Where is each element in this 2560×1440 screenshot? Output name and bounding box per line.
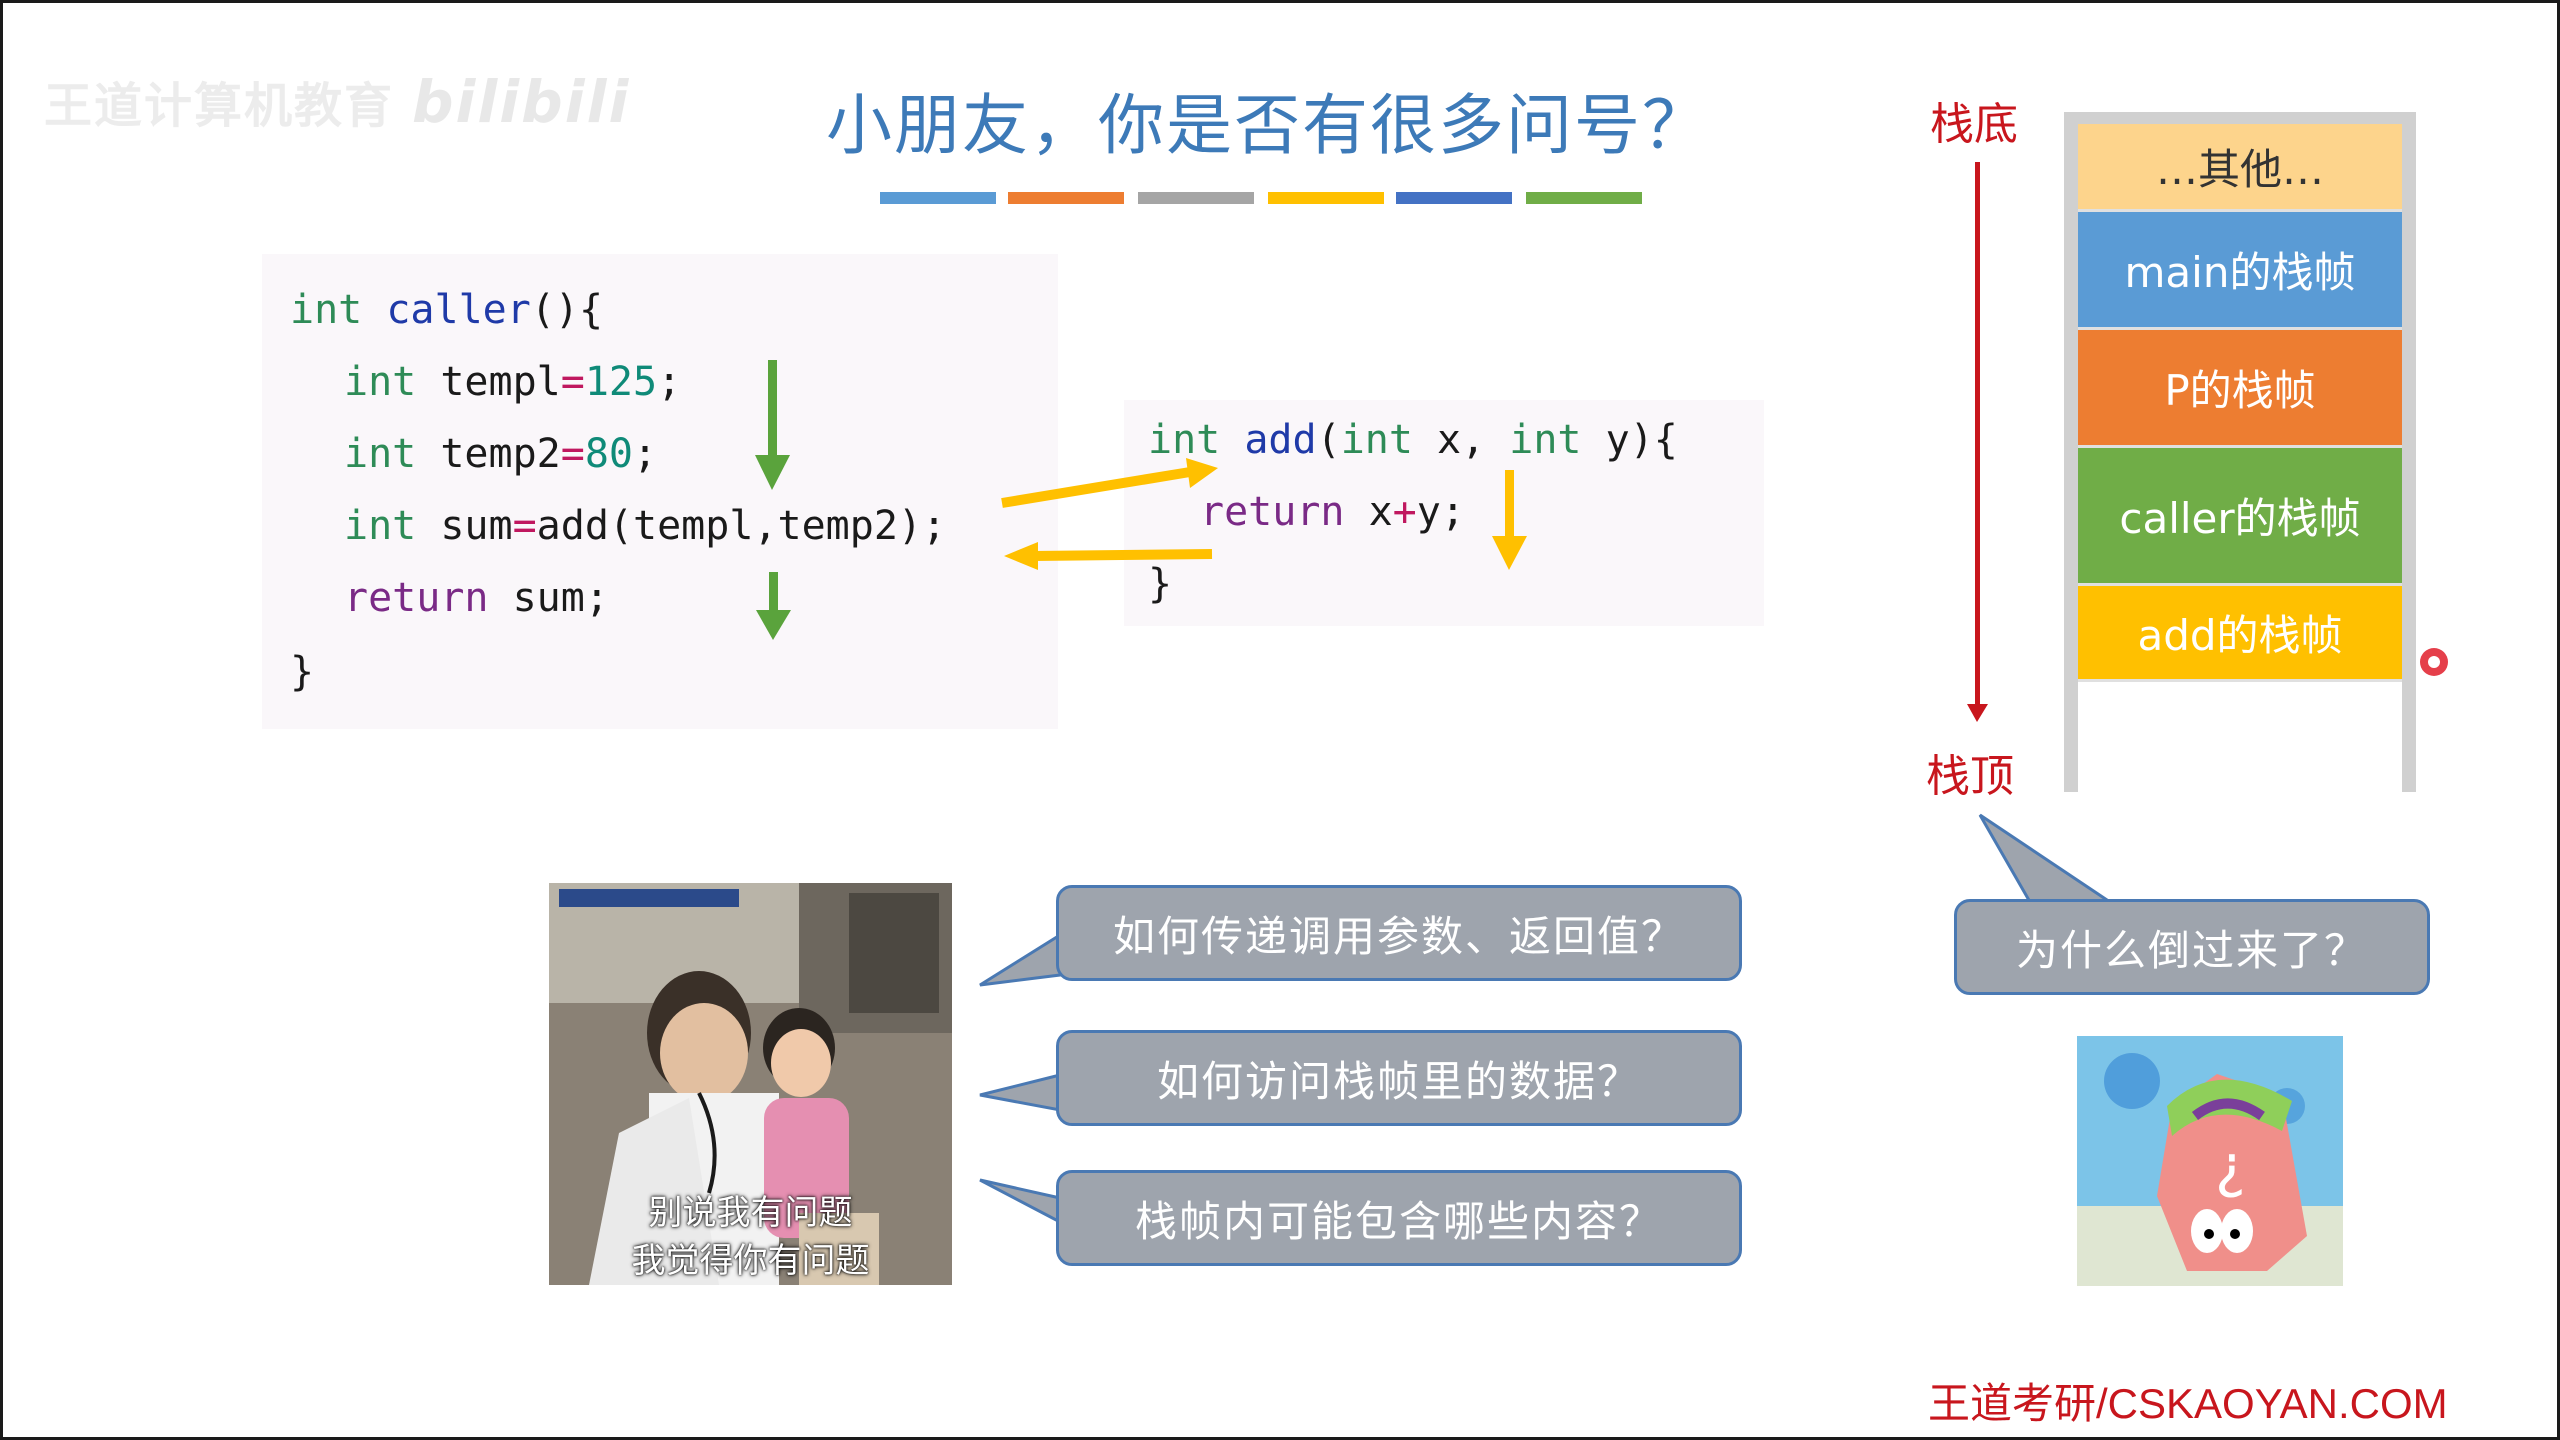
footer-brand: 王道考研/CSKAOYAN.COM <box>1928 1380 2448 1427</box>
caller-line-3: int temp2=80; <box>344 431 658 477</box>
patrick-star-icon: ¿ <box>2077 1036 2343 1286</box>
stack-top-cap <box>2064 112 2416 124</box>
bubble-tail-1 <box>979 932 1062 987</box>
green-arrow-1 <box>755 360 790 490</box>
meme-caption-1: 别说我有问题 <box>648 1193 853 1233</box>
doctor-photo-icon <box>549 883 952 1285</box>
add-line-1: int add(int x, int y){ <box>1148 417 1678 463</box>
stack-left-wall <box>2064 112 2078 792</box>
add-line-2: return x+y; <box>1200 489 1465 535</box>
stack-frame-2: P的栈帧 <box>2078 330 2402 448</box>
bubble-tail-3 <box>979 1178 1062 1225</box>
caller-line-2: int templ=125; <box>344 359 682 405</box>
stack-frame-4: add的栈帧 <box>2078 586 2402 682</box>
stack-right-wall <box>2402 112 2416 792</box>
slide-title: 小朋友，你是否有很多问号？ <box>826 87 1710 164</box>
watermark-text: 王道计算机教育 <box>44 78 395 134</box>
color-bar-blue <box>880 192 996 204</box>
why-bubble: 为什么倒过来了？ <box>1954 899 2430 995</box>
question-bubble-2: 如何访问栈帧里的数据？ <box>1056 1030 1742 1126</box>
bubble-tail-2 <box>979 1073 1062 1112</box>
color-bar-orange <box>1008 192 1124 204</box>
bilibili-logo: bilibili <box>412 68 631 136</box>
color-bar-navy <box>1396 192 1512 204</box>
caller-line-5: return sum; <box>344 575 609 621</box>
question-bubble-1: 如何传递调用参数、返回值？ <box>1056 885 1742 981</box>
yellow-arrow-return <box>1004 542 1213 570</box>
cursor-pointer-icon <box>2420 648 2448 676</box>
color-bar-yellow <box>1268 192 1384 204</box>
add-code-block <box>1124 400 1764 626</box>
stack-frame-1: main的栈帧 <box>2078 212 2402 330</box>
yellow-arrow-down <box>1492 470 1527 570</box>
color-bar-gray <box>1138 192 1254 204</box>
patrick-meme-image: ¿ <box>2077 1036 2343 1286</box>
svg-text:¿: ¿ <box>2215 1132 2246 1200</box>
color-bar-green <box>1526 192 1642 204</box>
doctor-meme-image: 别说我有问题 我觉得你有问题 <box>549 883 952 1285</box>
add-line-3: } <box>1148 561 1173 607</box>
stack-frame-0: …其他… <box>2078 124 2402 212</box>
caller-line-4: int sum=add(templ,temp2); <box>344 503 947 549</box>
stack-direction-arrow <box>1967 162 1988 722</box>
yellow-arrow-call <box>1001 458 1218 508</box>
stack-top-label: 栈顶 <box>1926 751 2014 802</box>
stack-frame-3: caller的栈帧 <box>2078 448 2402 586</box>
caller-code-block <box>262 254 1058 729</box>
watermark: 王道计算机教育 bilibili <box>44 66 630 136</box>
question-bubble-3: 栈帧内可能包含哪些内容？ <box>1056 1170 1742 1266</box>
bubble-tail-why <box>1978 813 2115 904</box>
caller-line-1: int caller(){ <box>290 287 604 333</box>
caller-line-6: } <box>290 649 315 695</box>
meme-caption-2: 我觉得你有问题 <box>631 1241 870 1281</box>
stack-bottom-label: 栈底 <box>1930 99 2018 150</box>
green-arrow-2 <box>756 572 791 640</box>
